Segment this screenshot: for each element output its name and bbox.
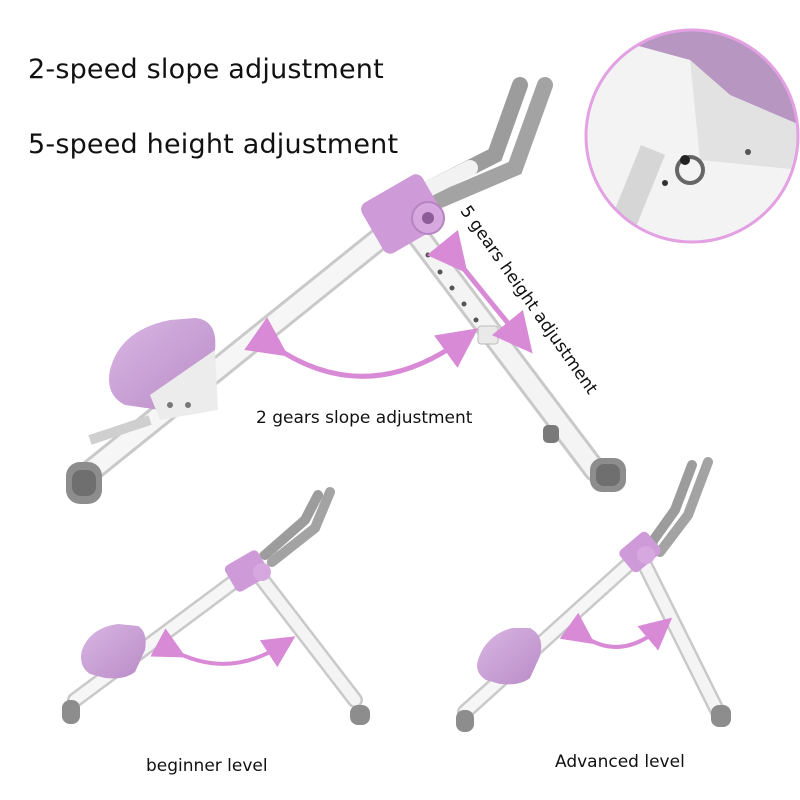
- advanced-level-caption: Advanced level: [555, 752, 685, 772]
- advanced-level-machine: [456, 457, 731, 732]
- beginner-level-caption: beginner level: [146, 756, 268, 776]
- slope-adjustment-caption: 2 gears slope adjustment: [256, 408, 473, 428]
- slope-arrow: [244, 317, 479, 379]
- pin-detail-inset: [584, 28, 800, 244]
- beginner-level-machine: [62, 487, 370, 725]
- advanced-slope-arrow: [559, 612, 673, 651]
- height-arrow: [426, 229, 533, 354]
- height-adjustment-headline: 5-speed height adjustment: [28, 129, 399, 160]
- slope-adjustment-headline: 2-speed slope adjustment: [28, 54, 384, 85]
- beginner-slope-arrow: [150, 628, 296, 668]
